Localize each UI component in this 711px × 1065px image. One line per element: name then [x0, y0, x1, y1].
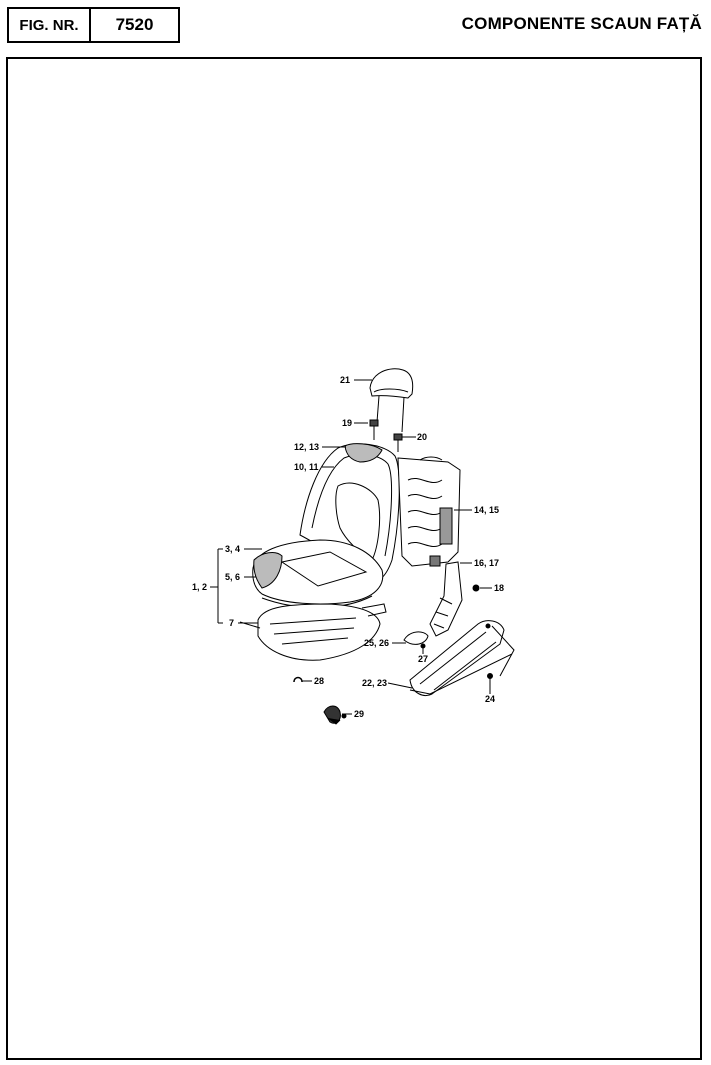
diagram-frame	[6, 57, 702, 1060]
callout-29: 29	[354, 709, 364, 719]
callout-14-15: 14, 15	[474, 505, 499, 515]
callout-12-13: 12, 13	[294, 442, 319, 452]
part-29-drawing	[323, 705, 347, 725]
callout-22-23: 22, 23	[362, 678, 387, 688]
callout-5-6: 5, 6	[225, 572, 240, 582]
callout-10-11: 10, 11	[294, 462, 319, 472]
figure-label: FIG. NR.	[9, 9, 91, 41]
figure-number-box: FIG. NR. 7520	[7, 7, 180, 43]
page-title: COMPONENTE SCAUN FAȚĂ	[461, 14, 702, 33]
callout-28: 28	[314, 676, 324, 686]
seat-cushion-drawing	[252, 539, 384, 609]
callout-25-26: 25, 26	[364, 638, 389, 648]
headrest-drawing	[369, 368, 414, 433]
rail-cover-drawing	[409, 620, 515, 696]
seat-frame-drawing	[239, 603, 387, 661]
callout-20: 20	[417, 432, 427, 442]
callout-3-4: 3, 4	[225, 544, 240, 554]
callout-19: 19	[342, 418, 352, 428]
backrest-frame-drawing	[397, 456, 461, 567]
callout-7: 7	[229, 618, 234, 628]
callout-18: 18	[494, 583, 504, 593]
callout-16-17: 16, 17	[474, 558, 499, 568]
handle-drawing	[403, 631, 429, 654]
callout-21: 21	[340, 375, 350, 385]
callout-1-2: 1, 2	[192, 582, 207, 592]
callout-27: 27	[418, 654, 428, 664]
callout-24: 24	[485, 694, 495, 704]
figure-number: 7520	[115, 15, 154, 34]
headrest-guides	[369, 419, 403, 452]
recliner-drawing	[429, 561, 480, 637]
leader-lines	[210, 379, 492, 715]
clip-28-drawing	[293, 676, 303, 683]
